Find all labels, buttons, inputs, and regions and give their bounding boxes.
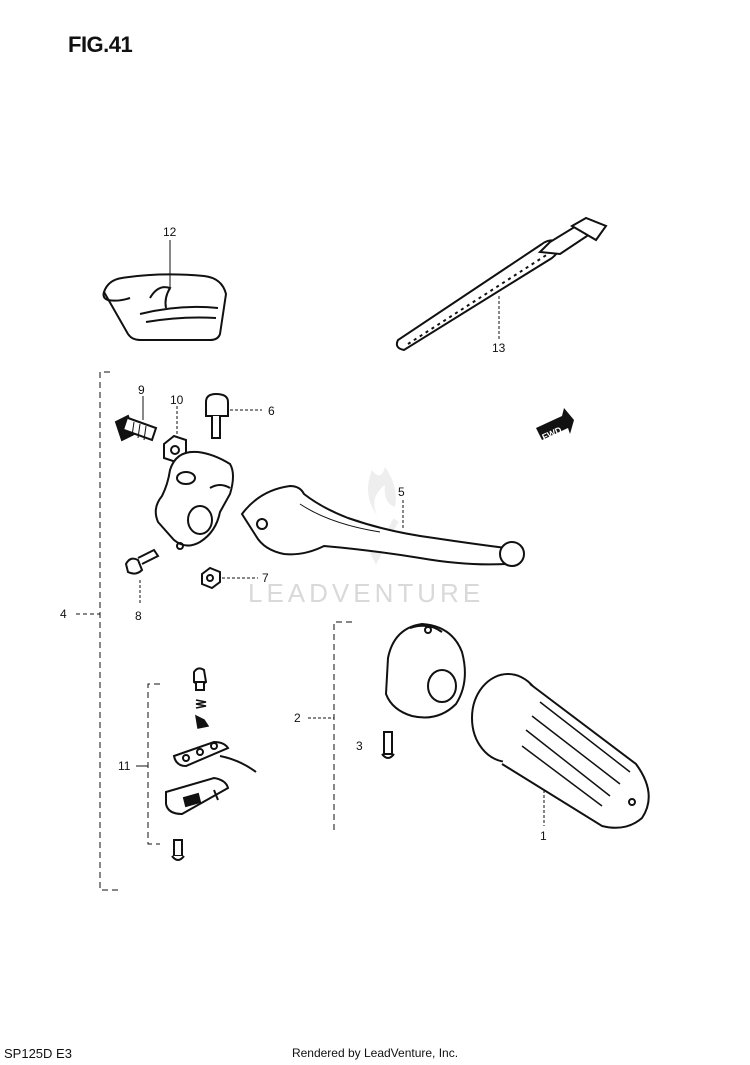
part-11-spring (195, 699, 210, 729)
callout-8: 8 (135, 609, 142, 623)
part-12-cover (102, 273, 228, 341)
callout-1: 1 (540, 829, 547, 843)
bracket-2 (333, 621, 352, 832)
callout-4: 4 (60, 607, 67, 621)
watermark-text: LEADVENTURE (248, 578, 484, 608)
part-11-switch-screw (193, 667, 208, 691)
callout-3: 3 (356, 739, 363, 753)
part-9-bolt (114, 414, 158, 442)
bracket-4 (99, 371, 120, 891)
fwd-arrow-icon: FWD (536, 408, 574, 442)
part-11-switch-housing (165, 776, 230, 816)
model-code: SP125D E3 (4, 1046, 72, 1061)
callout-6: 6 (268, 404, 275, 418)
callout-13: 13 (492, 341, 506, 355)
callout-10: 10 (170, 393, 184, 407)
callout-11: 11 (118, 759, 131, 773)
render-credit: Rendered by LeadVenture, Inc. (291, 1046, 459, 1060)
part-6-pivot-bolt (205, 392, 229, 439)
part-7-nut (201, 566, 221, 590)
part-11-switch-plate (172, 740, 257, 773)
part-11-screw-lower (171, 839, 185, 861)
figure-title: FIG.41 (68, 32, 133, 57)
callout-5: 5 (398, 485, 405, 499)
part-5-clutch-lever (240, 484, 525, 567)
part-1-grip (471, 673, 650, 829)
callout-12: 12 (163, 225, 177, 239)
callout-2: 2 (294, 711, 301, 725)
part-2-switch-housing (384, 622, 466, 719)
lever-holder (154, 450, 234, 550)
part-8-screw (124, 548, 160, 575)
callout-7: 7 (262, 571, 269, 585)
part-13-cable-tie (395, 216, 608, 352)
part-3-screw (381, 731, 395, 759)
bracket-11 (147, 683, 160, 845)
callout-9: 9 (138, 383, 145, 397)
